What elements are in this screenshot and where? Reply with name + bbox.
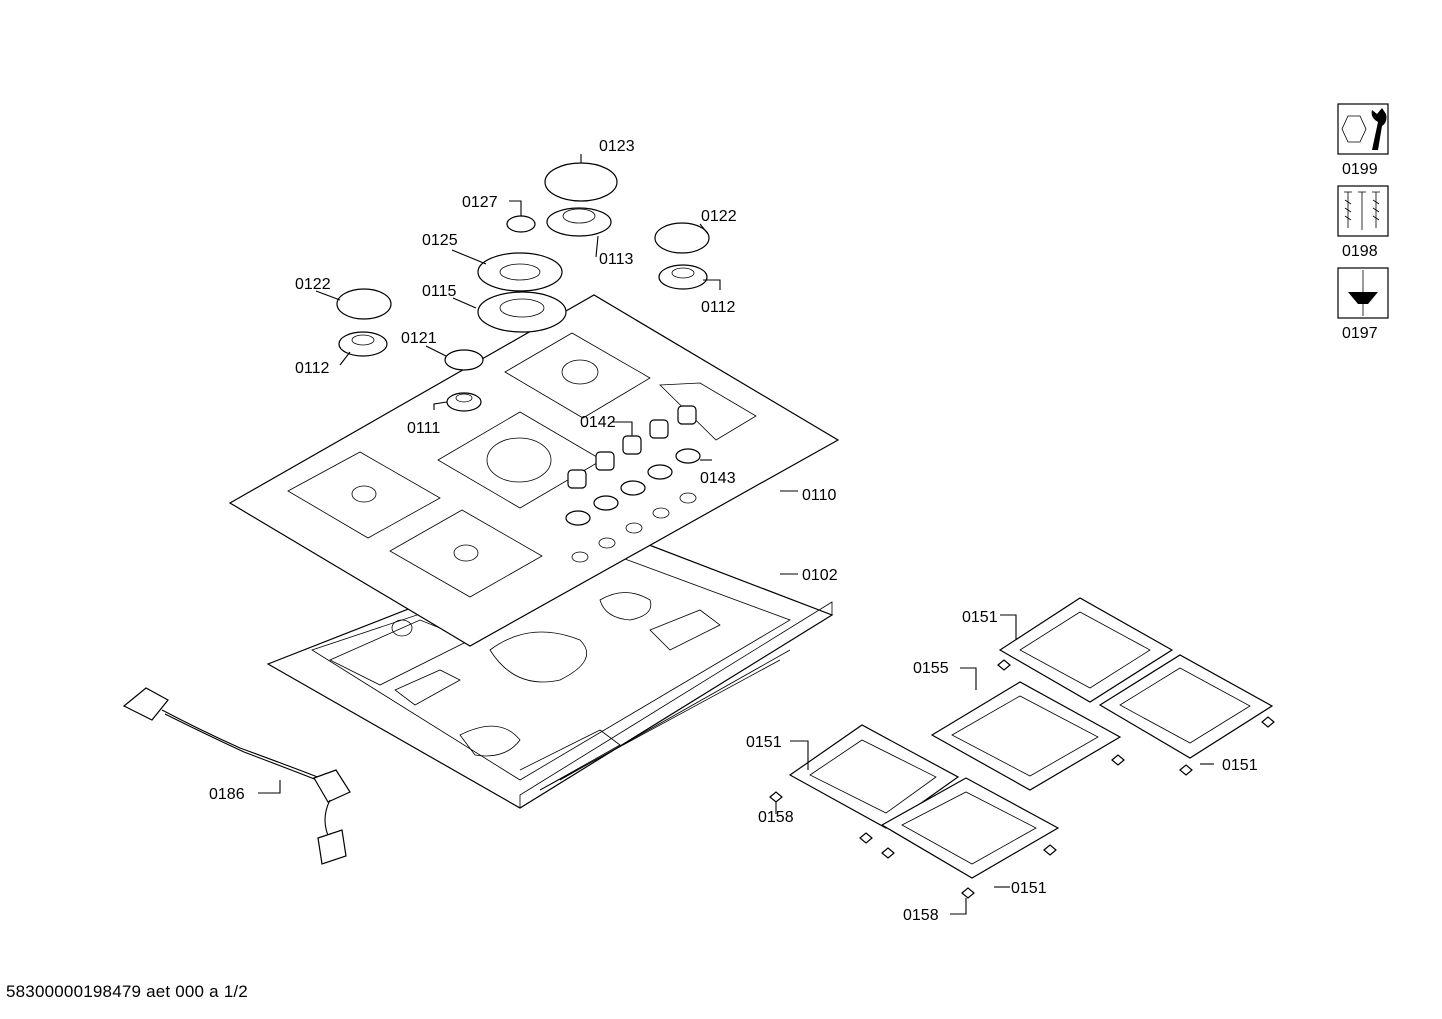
callout-0155: 0155 [913,660,949,677]
control-knobs-part [565,405,701,526]
callout-0151: 0151 [746,734,782,751]
callout-0113: 0113 [599,251,634,268]
icon-label-0198: 0198 [1342,243,1378,260]
callout-0110: 0110 [802,487,837,504]
icon-label-0199: 0199 [1342,161,1378,178]
burner-parts [336,162,710,412]
callout-0122: 0122 [295,276,331,293]
callout-0127: 0127 [462,194,498,211]
screwdriver-icon: 0197 [1337,267,1389,342]
callout-0151: 0151 [962,609,998,626]
callout-0121: 0121 [401,330,437,347]
pan-supports-part [769,597,1275,899]
callout-0115: 0115 [422,283,457,300]
callout-0112: 0112 [701,299,736,316]
screws-icon: 0198 [1337,185,1389,260]
callout-0151: 0151 [1011,880,1047,897]
callout-0143: 0143 [700,470,736,487]
callout-0186: 0186 [209,786,245,803]
callout-0142: 0142 [580,414,616,431]
callout-0122: 0122 [701,208,737,225]
icon-label-0197: 0197 [1342,325,1378,342]
callout-0123: 0123 [599,138,635,155]
leader-lines [258,154,1214,915]
power-cable-part [122,687,351,865]
callout-0102: 0102 [802,567,838,584]
document-id: 58300000198479 aet 000 a 1/2 [6,982,248,1001]
callout-0151: 0151 [1222,757,1258,774]
callout-labels: 0123 0127 0122 0125 0113 0122 0115 0112 … [209,138,1258,924]
callout-0112: 0112 [295,360,330,377]
callout-0111: 0111 [407,420,440,437]
callout-0158: 0158 [758,809,794,826]
callout-0125: 0125 [422,232,458,249]
callout-0158: 0158 [903,907,939,924]
hex-nut-wrench-icon: 0199 [1337,103,1389,178]
